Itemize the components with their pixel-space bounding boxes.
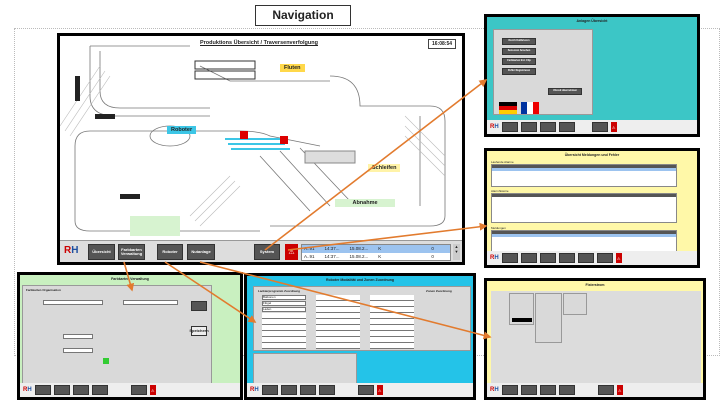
alarm-date: 15.08.2... bbox=[349, 254, 369, 259]
alarm-type: K bbox=[378, 254, 382, 259]
save-button[interactable]: Speichern bbox=[189, 326, 209, 336]
toggle-button[interactable] bbox=[191, 301, 207, 311]
label-abnahme: Abnahme bbox=[335, 199, 395, 207]
section-label: Laufende Alarme bbox=[491, 160, 514, 164]
arrow-farbkarten bbox=[123, 261, 135, 292]
program-fields[interactable] bbox=[316, 295, 360, 349]
rh-logo: RH bbox=[64, 245, 79, 256]
active-alarms-table[interactable] bbox=[491, 164, 677, 187]
thumb-robot-screen: Roboter Modalität und Zonen Zuordnung La… bbox=[244, 273, 476, 400]
conveyor-layout bbox=[60, 45, 446, 236]
system-button-1[interactable]: Durch Kalibrieren bbox=[502, 38, 536, 45]
thumb-color-cards-screen: Farbkarten Verwaltung Farbkarten Organis… bbox=[17, 272, 243, 400]
arrow-system bbox=[264, 79, 488, 251]
alarm-type: K bbox=[378, 246, 382, 251]
clock: 16:08:54 bbox=[427, 39, 456, 49]
status-indicator bbox=[103, 358, 109, 364]
section-label: Zonen Zuordnung bbox=[426, 289, 452, 293]
section-label: Farbkarten Organisation bbox=[26, 288, 61, 292]
screen-title: Produktions Übersicht / Traversenverfolg… bbox=[200, 40, 318, 46]
thumb-title: Farbkarten Verwaltung bbox=[111, 277, 149, 281]
diagram-title: Navigation bbox=[255, 5, 351, 26]
thumb-messages-screen: Übersicht Meldungen und Fehler Laufende … bbox=[484, 148, 700, 268]
section-label: Lackierprogramm Zuordnung bbox=[258, 289, 301, 293]
alarm-history-table[interactable] bbox=[491, 193, 677, 223]
program-field[interactable]: Laden bbox=[262, 307, 306, 312]
label-roboter: Roboter bbox=[167, 126, 197, 134]
label-fluten: Fluten bbox=[280, 64, 305, 72]
alarm-date: 15.08.2... bbox=[349, 246, 369, 251]
french-flag-icon[interactable] bbox=[521, 102, 539, 114]
alarm-id: A..91 bbox=[304, 246, 315, 251]
nav-system-button[interactable]: System bbox=[254, 244, 280, 260]
label-schleifen: Schleifen bbox=[368, 164, 401, 172]
set-time-button[interactable]: Uhrzeit übernehmen bbox=[548, 88, 582, 95]
alarm-scrollbar[interactable]: ▲▼ bbox=[453, 244, 460, 260]
german-flag-icon[interactable] bbox=[499, 102, 517, 114]
thumb-plant-screen: Fixierstrom RH⚠ bbox=[484, 278, 706, 400]
nav-uebersicht-button[interactable]: Übersicht bbox=[88, 244, 115, 260]
alarm-list[interactable]: A..91 14:37... 15.08.2... K 0 A..91 14:37... 1… bbox=[301, 244, 451, 261]
alarm-count: 0 bbox=[431, 254, 434, 259]
thumb-title: Roboter Modalität und Zonen Zuordnung bbox=[325, 278, 395, 282]
arrow-nutanlage bbox=[199, 261, 492, 340]
program-field[interactable]: Flügel bbox=[262, 301, 306, 306]
arrow-roboter bbox=[164, 261, 257, 323]
thumb-title: Fixierstrom bbox=[585, 283, 605, 287]
program-field[interactable]: Balkonen bbox=[262, 295, 306, 300]
system-button-2[interactable]: Sensoren Ansehen bbox=[502, 48, 536, 55]
nav-roboter-button[interactable]: Roboter bbox=[157, 244, 183, 260]
alarm-time: 14:37... bbox=[324, 254, 340, 259]
program-fields[interactable] bbox=[262, 313, 306, 349]
nav-farbkarten-button[interactable]: Farbkarten Verwaltung bbox=[118, 244, 145, 260]
alarm-warning-icon[interactable]: ⚠ bbox=[285, 244, 298, 260]
alarm-time: 14:37... bbox=[324, 246, 340, 251]
section-label: Meldungen bbox=[491, 226, 506, 230]
alarm-count: 0 bbox=[431, 246, 434, 251]
navigation-bar: RH Übersicht Farbkarten Verwaltung Robot… bbox=[60, 240, 462, 262]
nav-nutanlage-button[interactable]: Nutanlage bbox=[187, 244, 215, 260]
plant-content bbox=[491, 291, 701, 385]
thumb-title: Übersicht Meldungen und Fehler bbox=[564, 153, 620, 157]
system-button-4[interactable]: Peffer Registrieren bbox=[502, 68, 536, 75]
alarm-id: A..91 bbox=[304, 254, 315, 259]
alarm-row[interactable]: A..91 14:37... 15.08.2... K 0 bbox=[302, 245, 450, 253]
thumb-system-screen: Anlagen Übersicht Durch Kalibrieren Sens… bbox=[484, 14, 700, 137]
alarm-row[interactable]: A..91 14:37... 15.08.2... K 0 bbox=[302, 253, 450, 261]
system-button-3[interactable]: Farbkarten Ext. Clip bbox=[502, 58, 536, 65]
arrow-alarm bbox=[287, 222, 488, 251]
thumb-title: Anlagen Übersicht bbox=[576, 19, 608, 23]
section-label: Alarmhistorie bbox=[491, 189, 509, 193]
program-fields[interactable] bbox=[370, 295, 414, 349]
messages-table[interactable] bbox=[491, 230, 677, 254]
